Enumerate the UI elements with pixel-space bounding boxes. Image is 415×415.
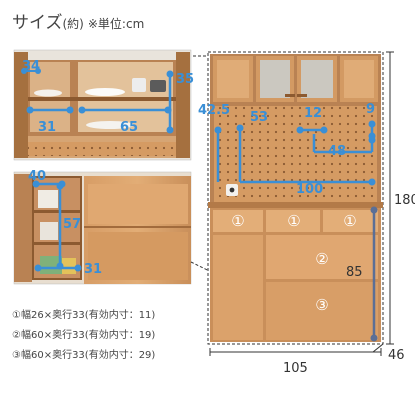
legend-item-2: ②幅60×奥行33(有効内寸：19) [12, 330, 156, 341]
dim-total-width: 105 [283, 361, 308, 376]
dim-upper-inner-height: 35 [176, 72, 194, 87]
dim-upper-shelf-depth: 31 [38, 120, 56, 135]
dim-total-height: 180 [394, 193, 415, 208]
legend-item-3: ③幅60×奥行33(有効内寸：29) [12, 350, 156, 361]
dim-lower-inner-depth: 31 [84, 262, 102, 277]
dim-counter-width: 100 [296, 182, 323, 197]
dim-upper-inner-width: 65 [120, 120, 138, 135]
main-cabinet [207, 51, 384, 345]
lower-cabinet-inset [13, 171, 192, 285]
main-dims-blue [214, 120, 376, 186]
marker-d3: ③ [315, 296, 328, 314]
dim-upper-door-height: 34 [22, 59, 40, 74]
dim-side-depth: 42.5 [198, 103, 230, 118]
dim-lower-inner-height: 40 [28, 169, 46, 184]
legend-item-1: ①幅26×奥行33(有効内寸：11) [12, 310, 156, 321]
dim-shelf-width: 48 [328, 144, 346, 159]
upper-inset-dims [21, 68, 174, 134]
marker-d2: ② [315, 250, 328, 268]
dim-total-depth: 46 [388, 348, 405, 363]
page-title: サイズ(約)※単位:cm [12, 8, 144, 33]
overall-dims [209, 51, 394, 356]
main-dims-cabinet [370, 206, 378, 342]
dim-lower-inner-mid: 57 [63, 217, 81, 232]
marker-d1-a: ① [231, 212, 244, 230]
dim-outlet-height: 9 [366, 102, 375, 117]
upper-cabinet-inset [13, 49, 192, 161]
dim-open-inner-width: 53 [250, 110, 268, 125]
title-unit: (約) [62, 17, 84, 31]
dim-outlet-width: 12 [304, 106, 322, 121]
unit-note: ※単位:cm [87, 17, 145, 31]
dim-cabinet-height: 85 [346, 265, 363, 280]
title-text: サイズ [12, 13, 63, 33]
marker-d1-b: ① [287, 212, 300, 230]
drawer-markers: ① ① ① ② ③ [231, 212, 356, 314]
lower-inset-dims [32, 180, 82, 272]
marker-d1-c: ① [343, 212, 356, 230]
